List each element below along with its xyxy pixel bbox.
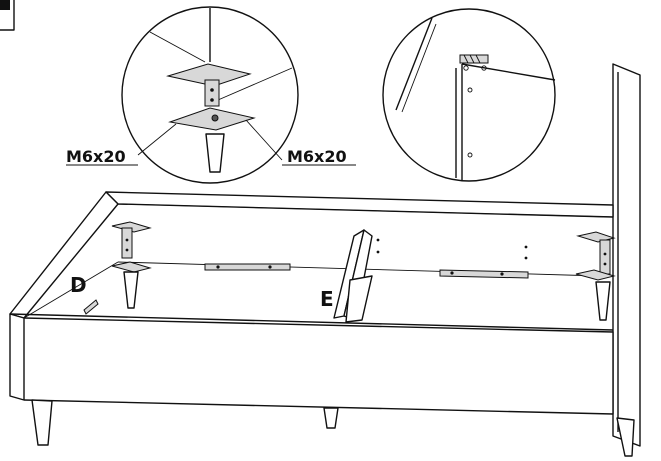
leg-front-left [31, 399, 53, 446]
corner-bracket-back-left [111, 221, 152, 273]
screw-size-label-left: M6x20 [66, 147, 126, 166]
short-slat [83, 299, 99, 315]
leg-support-headboard [595, 281, 611, 321]
front-side-rail [9, 313, 614, 415]
mounting-holes [376, 238, 528, 260]
leg-headboard [616, 417, 635, 457]
back-side-rail [105, 191, 614, 218]
part-label-e: E [320, 287, 334, 311]
center-beam-e [333, 229, 373, 323]
headboard [612, 63, 641, 447]
slat-holder-right [439, 269, 529, 279]
detail-callout-headboard-joint [382, 8, 556, 182]
bed-frame [9, 63, 641, 457]
slat-holder-left [204, 263, 291, 271]
step-number-box [0, 0, 15, 31]
leg-support-d [123, 271, 139, 309]
detail-callout-leg-bracket [121, 6, 299, 184]
leg-center [323, 407, 339, 429]
corner-bracket-back-right [575, 231, 616, 281]
left-side-rail [9, 191, 119, 319]
part-label-d: D [70, 273, 87, 297]
screw-size-label-right: M6x20 [287, 147, 347, 166]
